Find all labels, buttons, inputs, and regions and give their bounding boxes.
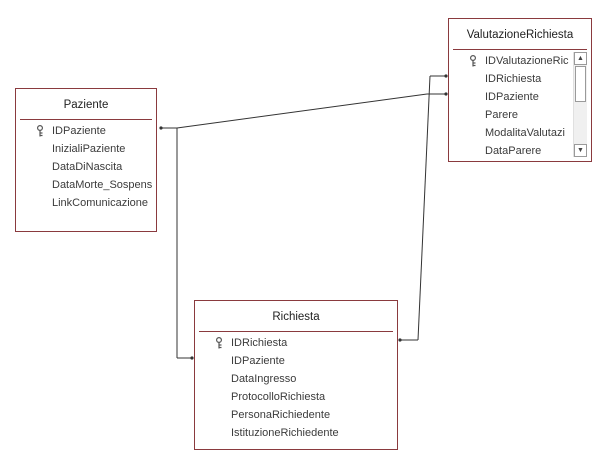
field-row[interactable]: IDRichiesta — [449, 70, 574, 88]
table-title[interactable]: ValutazioneRichiesta — [466, 29, 574, 41]
field-row[interactable]: DataIngresso — [195, 370, 397, 388]
field-name: DataMorte_Sospens — [52, 179, 153, 191]
field-row[interactable]: IDValutazioneRic — [449, 52, 574, 70]
field-name: ModalitaValutazi — [485, 127, 565, 139]
table-title[interactable]: Richiesta — [272, 311, 320, 323]
field-name: Parere — [485, 109, 519, 121]
table-paziente[interactable]: Paziente IDPaziente InizialiPaziente Dat… — [15, 88, 157, 232]
table-richiesta[interactable]: Richiesta IDRichiesta IDPaziente DataIng… — [194, 300, 398, 450]
title-divider — [453, 49, 587, 50]
scroll-thumb[interactable] — [575, 66, 586, 102]
field-name: IDRichiesta — [485, 73, 542, 85]
field-row[interactable]: DataMorte_Sospens — [16, 176, 156, 194]
field-name: IDPaziente — [52, 125, 106, 137]
field-name: IDRichiesta — [231, 337, 288, 349]
field-name: DataParere — [485, 145, 542, 157]
field-name: IDPaziente — [485, 91, 539, 103]
field-row[interactable]: DataDiNascita — [16, 158, 156, 176]
primary-key-icon — [470, 55, 476, 67]
field-name: DataDiNascita — [52, 161, 123, 173]
field-row[interactable]: IDPaziente — [195, 352, 397, 370]
field-name: IDPaziente — [231, 355, 285, 367]
primary-key-icon — [216, 337, 222, 349]
field-name: PersonaRichiedente — [231, 409, 331, 421]
vertical-scrollbar[interactable]: ▲ ▼ — [573, 52, 587, 157]
relationship-paziente-richiesta — [176, 128, 194, 360]
field-name: DataIngresso — [231, 373, 297, 385]
field-row[interactable]: IDRichiesta — [195, 334, 397, 352]
scroll-up-arrow-icon[interactable]: ▲ — [574, 52, 587, 65]
field-name: IstituzioneRichiedente — [231, 427, 339, 439]
field-row[interactable]: Parere — [449, 106, 574, 124]
field-row[interactable]: IDPaziente — [449, 88, 574, 106]
field-name: InizialiPaziente — [52, 143, 126, 155]
relationship-richiesta-valutazione — [398, 74, 448, 342]
field-list: IDRichiesta IDPaziente DataIngresso Prot… — [195, 334, 397, 449]
field-row[interactable]: ProtocolloRichiesta — [195, 388, 397, 406]
field-row[interactable]: InizialiPaziente — [16, 140, 156, 158]
field-name: IDValutazioneRic — [485, 55, 569, 67]
table-title[interactable]: Paziente — [63, 99, 109, 111]
field-row[interactable]: DataParere — [449, 142, 574, 160]
field-name: ProtocolloRichiesta — [231, 391, 326, 403]
relationship-paziente-valutazione — [159, 92, 448, 130]
title-divider — [199, 331, 393, 332]
scroll-down-arrow-icon[interactable]: ▼ — [574, 144, 587, 157]
field-row[interactable]: LinkComunicazione — [16, 194, 156, 212]
title-divider — [20, 119, 152, 120]
field-list: IDPaziente InizialiPaziente DataDiNascit… — [16, 122, 156, 231]
table-valutazione-richiesta[interactable]: ValutazioneRichiesta IDValutazioneRic ID… — [448, 18, 592, 162]
field-row[interactable]: IDPaziente — [16, 122, 156, 140]
field-list: IDValutazioneRic IDRichiesta IDPaziente … — [449, 52, 574, 161]
field-row[interactable]: ModalitaValutazi — [449, 124, 574, 142]
primary-key-icon — [37, 125, 43, 137]
field-row[interactable]: PersonaRichiedente — [195, 406, 397, 424]
field-row[interactable]: IstituzioneRichiedente — [195, 424, 397, 442]
field-name: LinkComunicazione — [52, 197, 148, 209]
